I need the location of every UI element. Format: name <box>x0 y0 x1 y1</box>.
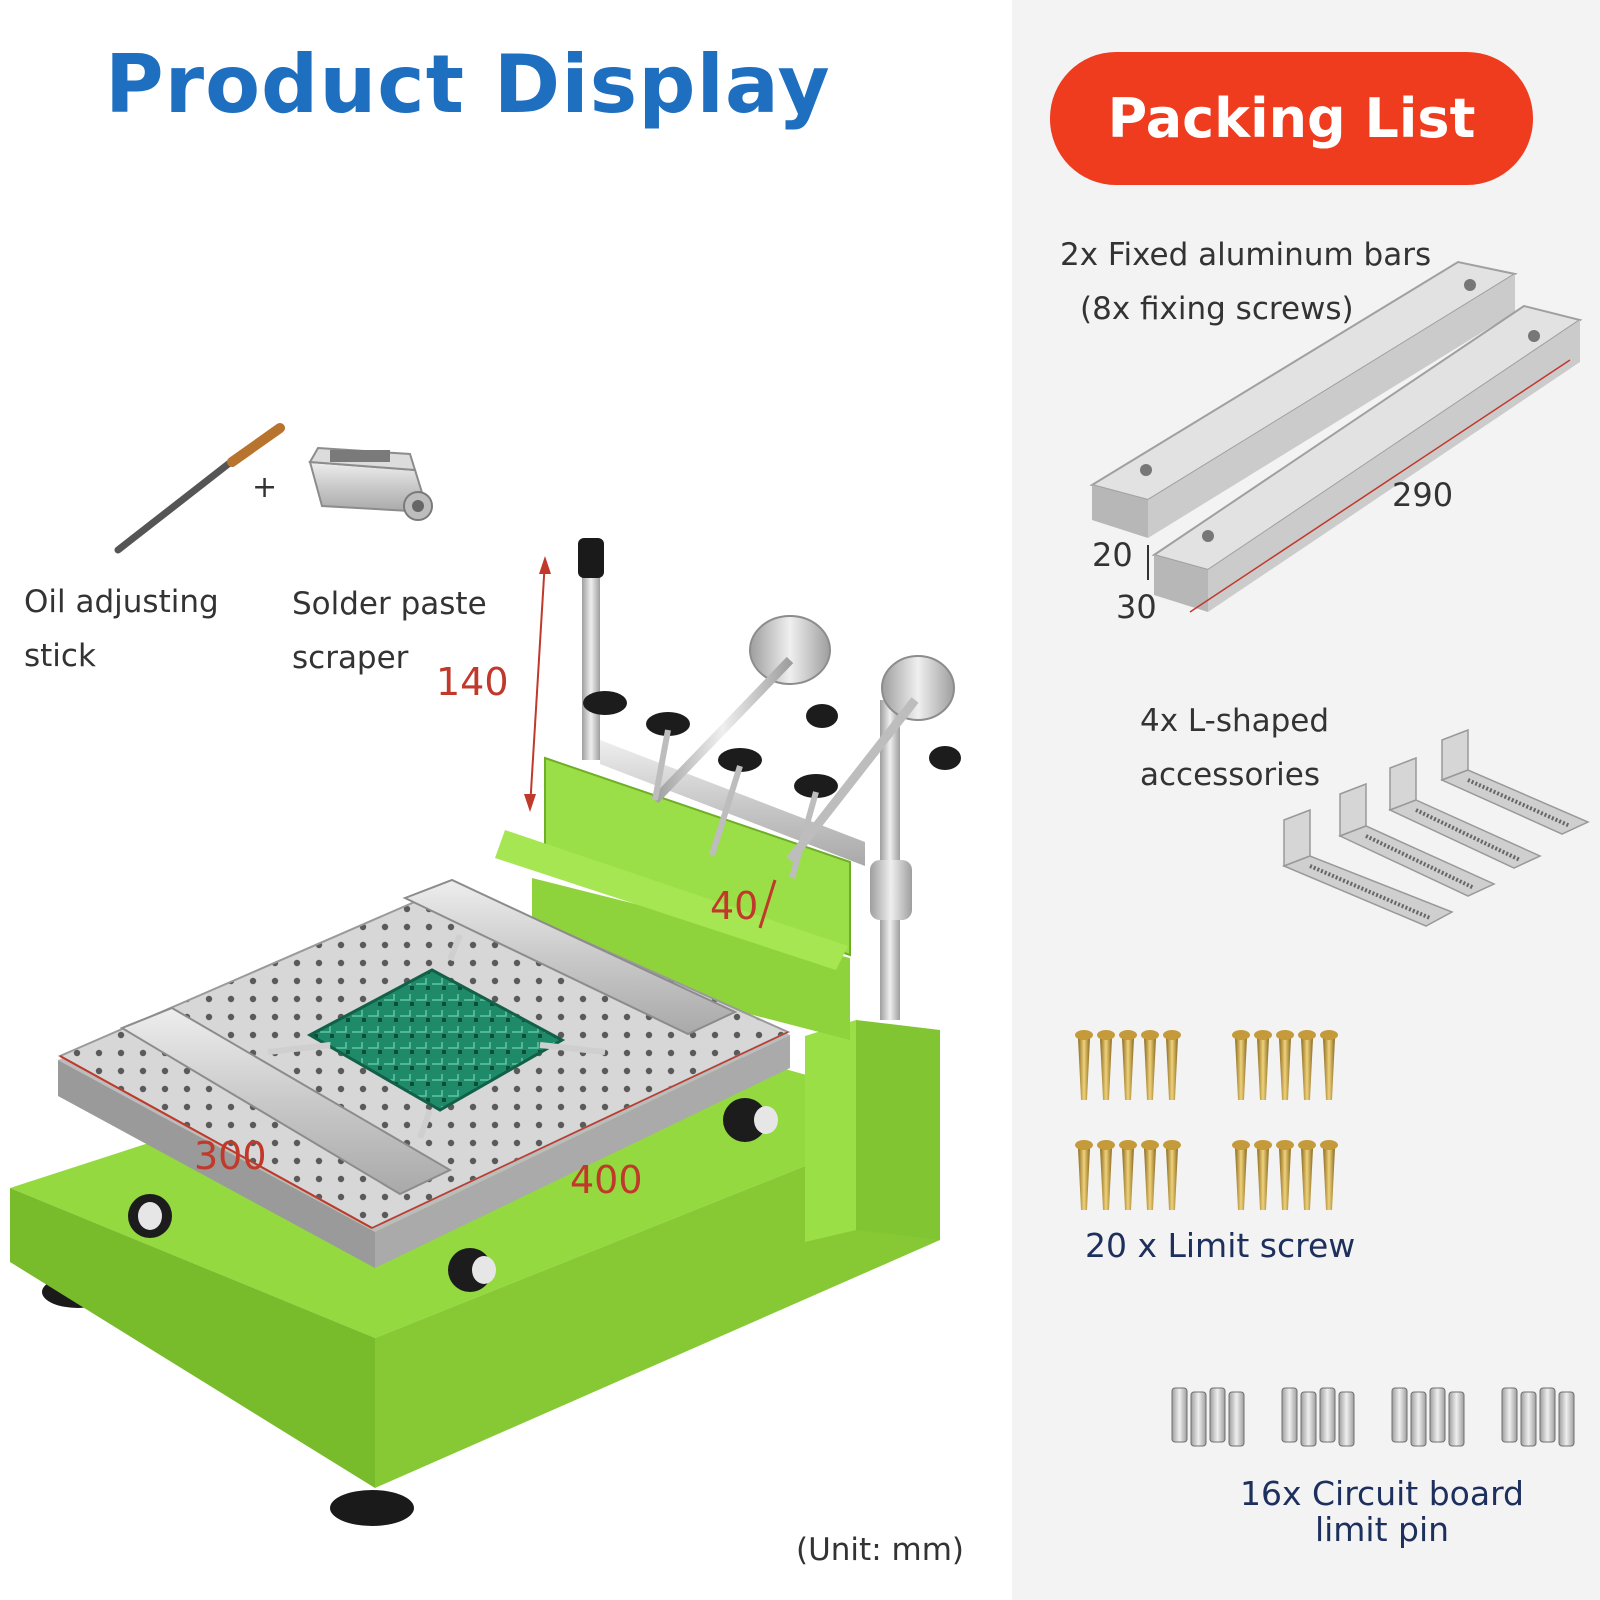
limit-pin <box>1558 1391 1575 1447</box>
limit-pin <box>1539 1387 1556 1443</box>
limit-pin <box>1520 1391 1537 1447</box>
limit-pin <box>1429 1387 1446 1443</box>
limit-screw <box>1163 1030 1181 1100</box>
height-dimension-label: 140 <box>436 660 509 704</box>
page-title: Product Display <box>105 38 831 131</box>
limit-pins-image <box>1171 1387 1575 1447</box>
aluminum-bars-label: 2x Fixed aluminum bars (8x fixing screws… <box>1060 237 1432 327</box>
limit-screw <box>1163 1140 1181 1210</box>
oil-stick-label: Oil adjusting stick <box>24 584 219 674</box>
limit-pin <box>1300 1391 1317 1447</box>
limit-pin <box>1171 1387 1188 1443</box>
scraper-dimension-label: 40 <box>710 884 759 928</box>
aluminum-bars-image <box>1089 260 1583 613</box>
bar-length-label: 290 <box>1392 476 1454 514</box>
limit-pin <box>1190 1391 1207 1447</box>
l-shaped-accessories-image <box>1281 728 1590 927</box>
limit-screw-label: 20 x Limit screw <box>1085 1226 1356 1265</box>
height-dimension-arrow <box>524 556 551 812</box>
limit-screw <box>1254 1030 1272 1100</box>
limit-pin-label: 16x Circuit board limit pin <box>1239 1474 1524 1549</box>
limit-screw <box>1119 1030 1137 1100</box>
limit-pin <box>1209 1387 1226 1443</box>
limit-screw <box>1298 1030 1316 1100</box>
l-shaped-label: 4x L-shaped accessories <box>1140 703 1330 793</box>
limit-screw <box>1075 1140 1093 1210</box>
limit-screw <box>1320 1140 1338 1210</box>
limit-pin <box>1228 1391 1245 1447</box>
limit-pin <box>1338 1391 1355 1447</box>
limit-pin <box>1501 1387 1518 1443</box>
oil-adjusting-stick-image <box>114 423 285 554</box>
packing-list-header: Packing List <box>1050 52 1533 185</box>
limit-pin <box>1391 1387 1408 1443</box>
limit-screw <box>1232 1030 1250 1100</box>
unit-note: (Unit: mm) <box>796 1532 964 1568</box>
limit-screw <box>1298 1140 1316 1210</box>
solder-paste-scraper-image <box>308 446 433 521</box>
plus-sign: + <box>252 470 278 505</box>
limit-screw <box>1141 1030 1159 1100</box>
limit-screw <box>1232 1140 1250 1210</box>
bar-width-label: 30 <box>1116 588 1157 626</box>
length-dimension-label: 400 <box>570 1158 643 1202</box>
limit-screw <box>1276 1030 1294 1100</box>
limit-screw <box>1254 1140 1272 1210</box>
limit-pin <box>1410 1391 1427 1447</box>
limit-screw <box>1075 1030 1093 1100</box>
limit-screw <box>1097 1030 1115 1100</box>
limit-pin <box>1448 1391 1465 1447</box>
scraper-label: Solder paste scraper <box>292 586 487 676</box>
limit-screws-image <box>1075 1030 1338 1210</box>
bar-height-label: 20 <box>1092 536 1133 574</box>
limit-screw <box>1119 1140 1137 1210</box>
limit-pin <box>1281 1387 1298 1443</box>
limit-screw <box>1141 1140 1159 1210</box>
limit-screw <box>1276 1140 1294 1210</box>
limit-screw <box>1097 1140 1115 1210</box>
width-dimension-label: 300 <box>194 1134 267 1178</box>
limit-pin <box>1319 1387 1336 1443</box>
stencil-printer-image <box>10 538 961 1526</box>
packing-list-title: Packing List <box>1107 87 1476 150</box>
limit-screw <box>1320 1030 1338 1100</box>
